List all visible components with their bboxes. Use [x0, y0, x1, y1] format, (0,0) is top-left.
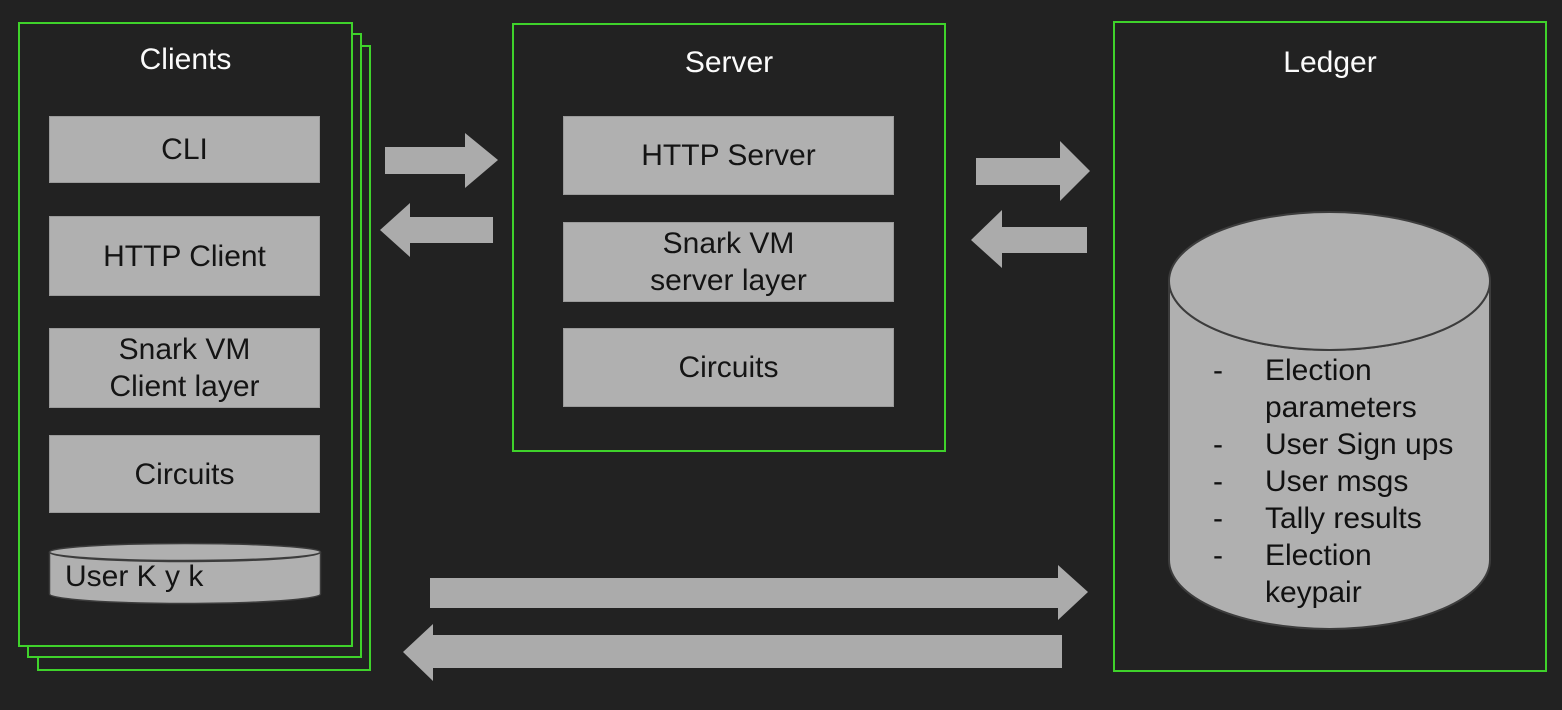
ledger-item-text: User msgs: [1265, 465, 1409, 498]
block-http-client-label: HTTP Client: [103, 239, 266, 273]
ledger-item-list: - Election parameters - User Sign ups - …: [1213, 352, 1493, 611]
block-http-server-label: HTTP Server: [641, 139, 816, 172]
ledger-title: Ledger: [1283, 46, 1377, 79]
block-cli-label: CLI: [161, 133, 208, 166]
block-http-client: HTTP Client: [49, 216, 320, 296]
arrow-server-to-clients-icon: [380, 203, 493, 257]
arrow-clients-to-server-icon: [385, 133, 498, 188]
user-keys-label: User K y k: [65, 560, 204, 593]
clients-title: Clients: [139, 43, 232, 76]
bullet-dash: -: [1213, 465, 1223, 498]
ledger-item-text: Tally results: [1265, 502, 1422, 535]
clients-box: Clients CLI HTTP Client Snark VM Client …: [18, 22, 353, 647]
block-circuits-client-label: Circuits: [134, 457, 235, 491]
ledger-item: - Election parameters: [1213, 352, 1493, 426]
ledger-cylinder-icon: [1168, 211, 1491, 630]
arrow-ledger-to-clients-icon: [403, 624, 1062, 681]
server-box: Server HTTP Server Snark VM server layer…: [512, 23, 946, 452]
bullet-dash: -: [1213, 354, 1223, 387]
bullet-dash: -: [1213, 502, 1223, 535]
block-snark-vm-client: Snark VM Client layer: [49, 328, 320, 408]
arrow-server-to-ledger-icon: [976, 141, 1090, 201]
bullet-dash: -: [1213, 539, 1223, 572]
block-snark-vm-server: Snark VM server layer: [563, 222, 894, 302]
block-snark-vm-server-line1: Snark VM: [662, 227, 795, 260]
server-title: Server: [684, 46, 774, 79]
ledger-item: - User msgs: [1213, 463, 1493, 500]
user-keys-cylinder-icon: [48, 542, 322, 605]
block-circuits-client: Circuits: [49, 435, 320, 513]
block-http-server: HTTP Server: [563, 116, 894, 195]
block-circuits-server: Circuits: [563, 328, 894, 407]
ledger-item: - Tally results: [1213, 500, 1493, 537]
block-cli: CLI: [49, 116, 320, 183]
bullet-dash: -: [1213, 428, 1223, 461]
block-snark-vm-client-line2: Client layer: [109, 370, 260, 403]
ledger-item: - User Sign ups: [1213, 426, 1493, 463]
ledger-item-text: User Sign ups: [1265, 428, 1454, 461]
ledger-item: - Election keypair: [1213, 537, 1493, 611]
ledger-item-text: Election keypair: [1265, 539, 1372, 609]
ledger-item-text: Election parameters: [1265, 354, 1417, 424]
block-snark-vm-client-line1: Snark VM: [118, 333, 251, 366]
arrow-clients-to-ledger-icon: [430, 565, 1088, 620]
block-circuits-server-label: Circuits: [678, 351, 779, 384]
ledger-box: Ledger - Election parameters - User Sign…: [1113, 21, 1547, 672]
arrow-ledger-to-server-icon: [971, 210, 1087, 268]
block-snark-vm-server-line2: server layer: [650, 264, 807, 297]
